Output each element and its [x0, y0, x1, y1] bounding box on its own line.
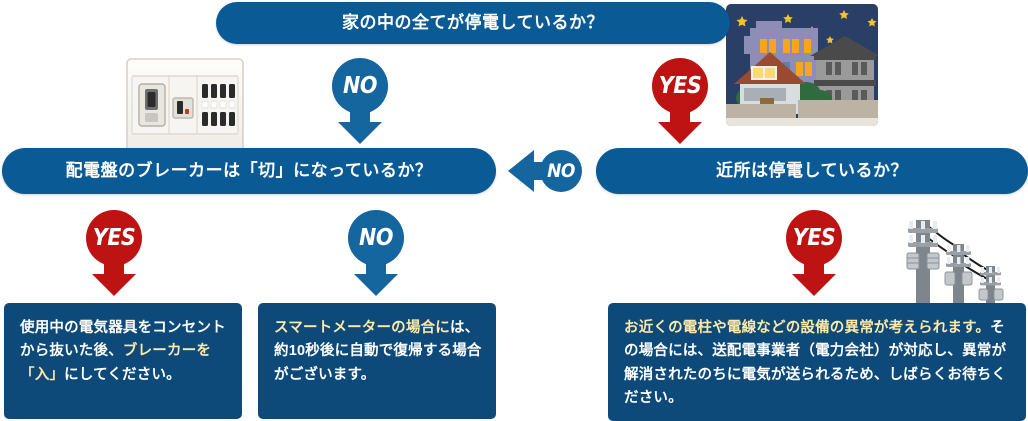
marker-no-breaker: NO: [348, 210, 404, 296]
question-breaker-label: 配電盤のブレーカーは「切」になっているか？: [65, 160, 433, 180]
question-breaker[interactable]: 配電盤のブレーカーは「切」になっているか？: [2, 148, 496, 194]
utility-poles-icon: 電柱と電線のイラスト: [898, 208, 1020, 306]
answer-unplug-text: 使用中の電気器具をコンセントから抜いた後、ブレーカーを「入」にしてください。: [20, 320, 226, 383]
question-neighbor-label: 近所は停電しているか？: [716, 160, 908, 180]
night-houses-alt: 夜の住宅街のイラスト: [878, 4, 879, 5]
marker-yes-top: YES: [652, 58, 708, 144]
arrow-down-icon: [792, 254, 836, 296]
answer-smart-meter: スマートメーターの場合には、約10秒後に自動で復帰する場合がございます。: [258, 303, 496, 419]
marker-yes-breaker: YES: [86, 210, 142, 296]
marker-no-breaker-label: NO: [348, 210, 404, 266]
arrow-down-icon: [658, 102, 702, 144]
marker-yes-neighbor-label: YES: [786, 210, 842, 266]
answer-utility-pole: お近くの電柱や電線などの設備の異常が考えられます。その場合には、送配電事業者（電…: [608, 303, 1026, 421]
arrow-down-icon: [338, 102, 382, 144]
question-root-label: 家の中の全てが停電しているか？: [342, 12, 604, 32]
answer-unplug: 使用中の電気器具をコンセントから抜いた後、ブレーカーを「入」にしてください。: [4, 303, 242, 419]
marker-no-horizontal-label: NO: [540, 150, 582, 192]
utility-poles-alt: 電柱と電線のイラスト: [1020, 208, 1021, 209]
marker-no-horizontal: NO: [508, 150, 596, 192]
night-houses-icon: 夜の住宅街のイラスト: [726, 4, 878, 126]
marker-no-top: NO: [332, 58, 388, 144]
marker-yes-neighbor: YES: [786, 210, 842, 296]
arrow-down-icon: [92, 254, 136, 296]
marker-yes-breaker-label: YES: [86, 210, 142, 266]
arrow-left-icon: [508, 150, 554, 192]
question-neighbor[interactable]: 近所は停電しているか？: [596, 148, 1028, 194]
question-root[interactable]: 家の中の全てが停電しているか？: [216, 2, 730, 44]
distribution-board-alt: 配電盤（ブレーカー）のイラスト: [244, 58, 245, 59]
marker-no-top-label: NO: [332, 58, 388, 114]
distribution-board-icon: 配電盤（ブレーカー）のイラスト: [126, 58, 244, 154]
answer-smart-meter-text: スマートメーターの場合には、約10秒後に自動で復帰する場合がございます。: [274, 320, 482, 383]
arrow-down-icon: [354, 254, 398, 296]
answer-utility-pole-text: お近くの電柱や電線などの設備の異常が考えられます。その場合には、送配電事業者（電…: [624, 320, 1007, 407]
marker-yes-top-label: YES: [652, 58, 708, 114]
